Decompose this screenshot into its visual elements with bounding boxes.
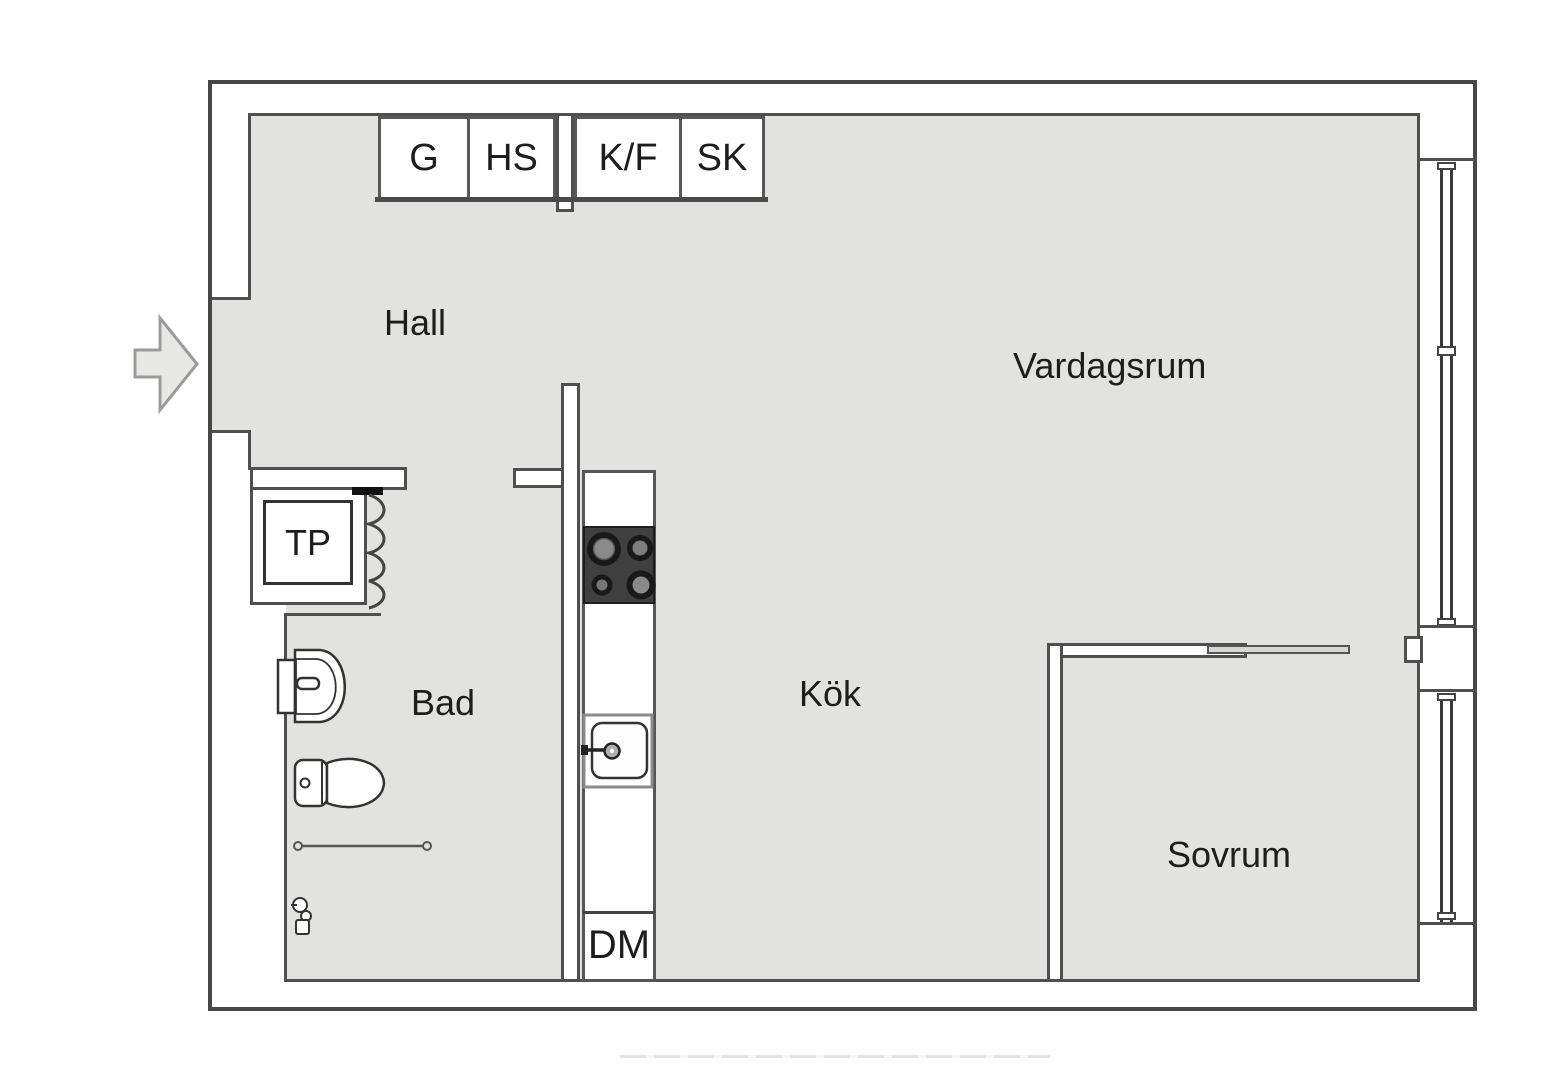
- bathroom-wall-north-line: [284, 613, 381, 616]
- window-2-glazing-a: [1440, 693, 1443, 923]
- tp-label: TP: [284, 521, 331, 563]
- room-label-sovrum: Sovrum: [1167, 834, 1292, 875]
- kitchen-west-wall: [561, 383, 580, 982]
- window-1-cap-top: [1437, 162, 1456, 170]
- window-2-sill-line: [1420, 922, 1477, 925]
- floor-edge-top: [248, 113, 1420, 116]
- closet-row-bottom-line: [375, 197, 768, 202]
- room-label-vardagsrum: Vardagsrum: [1013, 345, 1207, 386]
- entry-jamb-top: [212, 297, 251, 300]
- entry-arrow-icon: [133, 313, 199, 415]
- closet-sk-label: SK: [696, 136, 748, 179]
- closet-kf: K/F: [574, 116, 682, 200]
- dishwasher-label: DM: [587, 922, 651, 967]
- dishwasher: DM: [582, 914, 656, 976]
- floor-edge-left-upper: [248, 113, 251, 300]
- window-pier-notch: [1404, 636, 1423, 663]
- room-label-bad: Bad: [411, 682, 476, 723]
- window-1-glazing-b: [1450, 162, 1453, 627]
- closet-g-label: G: [409, 136, 439, 179]
- floor-edge-right: [1417, 113, 1420, 982]
- closet-sk: SK: [679, 116, 765, 200]
- floor-area: [250, 113, 1420, 982]
- closet-divider-wall-stub: [556, 113, 574, 212]
- window-2-head-line: [1420, 689, 1477, 692]
- room-label-hall: Hall: [384, 302, 447, 343]
- window-1-transom: [1437, 346, 1456, 356]
- window-1-head-line: [1420, 158, 1477, 161]
- sliding-door: [1207, 645, 1350, 654]
- window-2-cap-bottom: [1437, 912, 1456, 920]
- window-1-sill-line: [1420, 625, 1477, 628]
- room-label-kok: Kök: [799, 673, 862, 714]
- closet-kf-label: K/F: [598, 136, 658, 179]
- dishwasher-divider-line: [583, 911, 655, 914]
- closet-hs: HS: [467, 116, 556, 200]
- closet-hs-label: HS: [485, 136, 538, 179]
- floor-edge-bottom: [286, 979, 1420, 982]
- window-2-glazing-b: [1450, 693, 1453, 923]
- bedroom-west-wall: [1047, 643, 1063, 982]
- window-2-cap-top: [1437, 693, 1456, 701]
- stove: [583, 526, 655, 604]
- entry-threshold-floor: [212, 300, 250, 430]
- window-1-glazing-a: [1440, 162, 1443, 627]
- kitchen-west-wall-stub: [513, 468, 564, 488]
- floor-edge-left-lower: [248, 430, 251, 470]
- faint-guide-line: [620, 1055, 1050, 1058]
- tp-unit: TP: [263, 500, 353, 585]
- closet-g: G: [378, 116, 470, 200]
- bathroom-west-wall-zone: [250, 605, 286, 982]
- entry-jamb-bottom: [212, 430, 251, 433]
- bathroom-wall-west-line: [284, 615, 287, 982]
